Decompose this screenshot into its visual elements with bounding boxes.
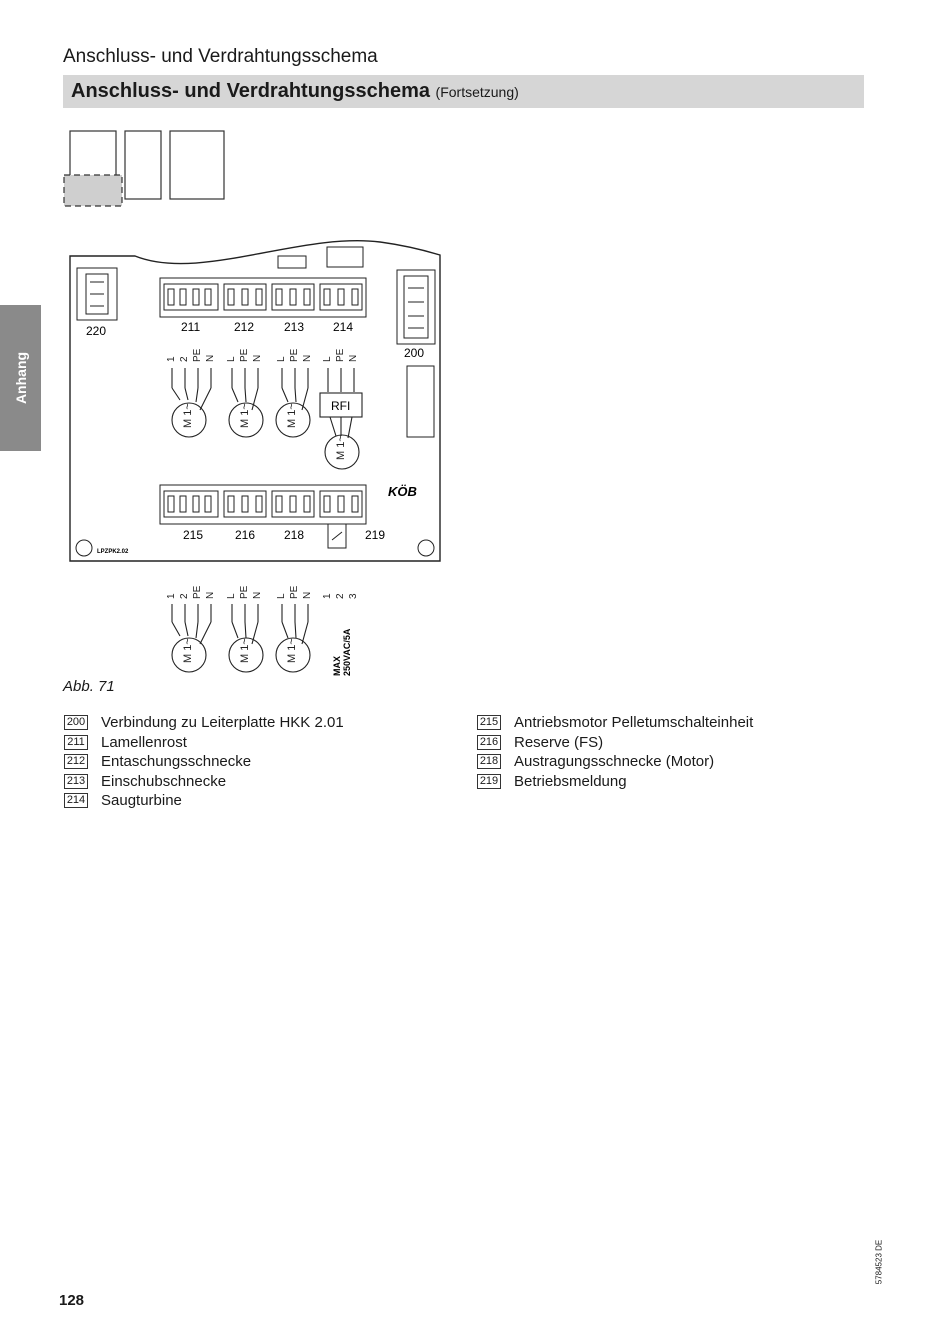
svg-text:N: N [302, 592, 313, 599]
label-200: 200 [404, 346, 424, 360]
running-title: Anschluss- und Verdrahtungsschema [63, 46, 378, 67]
legend-number: 212 [64, 754, 88, 770]
connector-strip-top [159, 277, 367, 318]
svg-text:1: 1 [166, 356, 177, 362]
svg-text:L: L [276, 356, 287, 362]
label-211: 211 [181, 320, 200, 334]
svg-text:L: L [226, 593, 237, 599]
svg-text:N: N [348, 355, 359, 362]
top-wiring [171, 368, 363, 470]
svg-text:N: N [205, 355, 216, 362]
svg-text:2: 2 [179, 356, 190, 362]
svg-text:M 1~: M 1~ [182, 403, 194, 428]
svg-text:L: L [322, 356, 333, 362]
legend-number: 213 [64, 773, 88, 789]
legend-text: Austragungsschnecke (Motor) [514, 753, 715, 771]
locator-thumbnail [63, 130, 225, 207]
legend-number: 219 [477, 773, 501, 789]
legend-text: Betriebsmeldung [514, 772, 627, 790]
rfi-label: RFI [331, 399, 350, 413]
legend-number: 216 [477, 734, 501, 750]
section-header-bar: Anschluss- und Verdrahtungsschema (Forts… [63, 75, 864, 108]
legend-text: Entaschungsschnecke [101, 753, 252, 771]
label-215: 215 [183, 528, 203, 542]
svg-text:1: 1 [166, 593, 177, 599]
svg-text:1: 1 [322, 593, 333, 599]
connector-220-block [76, 267, 118, 321]
legend-text: Reserve (FS) [514, 733, 604, 751]
max-rating-line2: 250VAC/5A [342, 628, 352, 676]
wiring-diagram: 220 211 212 213 214 200 [63, 130, 441, 676]
svg-text:N: N [252, 355, 263, 362]
svg-text:L: L [226, 356, 237, 362]
legend-item: 219 Betriebsmeldung [477, 772, 753, 792]
legend-number: 214 [64, 793, 88, 809]
label-219: 219 [365, 528, 385, 542]
svg-text:M 1~: M 1~ [239, 403, 251, 428]
legend-item: 200 Verbindung zu Leiterplatte HKK 2.01 [64, 713, 344, 733]
svg-text:PE: PE [239, 348, 250, 362]
legend-item: 215 Antriebsmotor Pelletumschalteinheit [477, 713, 753, 733]
svg-text:PE: PE [192, 585, 203, 599]
connector-200-block [396, 269, 436, 345]
svg-text:PE: PE [335, 348, 346, 362]
legend-item: 214 Saugturbine [64, 791, 344, 811]
legend-left: 200 Verbindung zu Leiterplatte HKK 2.01 2… [64, 713, 344, 811]
legend-number: 218 [477, 754, 501, 770]
legend-item: 211 Lamellenrost [64, 733, 344, 753]
svg-text:L: L [276, 593, 287, 599]
svg-text:M 1~: M 1~ [239, 638, 251, 663]
svg-text:3: 3 [348, 593, 359, 599]
document-code: 5784523 DE [874, 1239, 884, 1285]
relay-block [406, 365, 435, 438]
svg-text:PE: PE [239, 585, 250, 599]
svg-text:N: N [252, 592, 263, 599]
side-tab[interactable]: Anhang [0, 305, 41, 451]
legend-right: 215 Antriebsmotor Pelletumschalteinheit 2… [477, 713, 753, 791]
label-213: 213 [284, 320, 304, 334]
legend-text: Saugturbine [101, 792, 182, 810]
label-220: 220 [86, 324, 106, 338]
svg-text:N: N [302, 355, 313, 362]
svg-text:N: N [205, 592, 216, 599]
legend-number: 200 [64, 715, 88, 731]
max-rating: MAX 250VAC/5A [332, 628, 352, 676]
section-title: Anschluss- und Verdrahtungsschema (Forts… [71, 80, 519, 102]
board-outline [69, 240, 441, 562]
legend-item: 216 Reserve (FS) [477, 733, 753, 753]
legend-text: Verbindung zu Leiterplatte HKK 2.01 [101, 714, 344, 732]
bottom-wiring [171, 604, 311, 673]
svg-text:PE: PE [289, 348, 300, 362]
svg-text:M 1~: M 1~ [182, 638, 194, 663]
legend-item: 213 Einschubschnecke [64, 772, 344, 792]
svg-text:M 1~: M 1~ [335, 435, 347, 460]
label-218: 218 [284, 528, 304, 542]
svg-text:2: 2 [335, 593, 346, 599]
svg-text:M 1~: M 1~ [286, 403, 298, 428]
legend-text: Antriebsmotor Pelletumschalteinheit [514, 714, 754, 732]
connector-strip-bottom [159, 484, 367, 549]
brand-logo: KÖB [388, 484, 417, 499]
board-label: LPZPK2.02 [97, 549, 129, 555]
legend-item: 218 Austragungsschnecke (Motor) [477, 752, 753, 772]
legend-item: 212 Entaschungsschnecke [64, 752, 344, 772]
legend-text: Einschubschnecke [101, 772, 227, 790]
max-rating-line1: MAX [332, 656, 342, 676]
svg-text:M 1~: M 1~ [286, 638, 298, 663]
svg-text:2: 2 [179, 593, 190, 599]
legend-number: 215 [477, 715, 501, 731]
label-212: 212 [234, 320, 254, 334]
figure-caption: Abb. 71 [63, 678, 115, 695]
label-216: 216 [235, 528, 255, 542]
legend-text: Lamellenrost [101, 733, 187, 751]
page-number: 128 [59, 1292, 85, 1309]
legend-number: 211 [64, 734, 88, 750]
svg-text:PE: PE [192, 348, 203, 362]
section-subtitle: (Fortsetzung) [435, 84, 519, 100]
label-214: 214 [333, 320, 353, 334]
svg-text:PE: PE [289, 585, 300, 599]
